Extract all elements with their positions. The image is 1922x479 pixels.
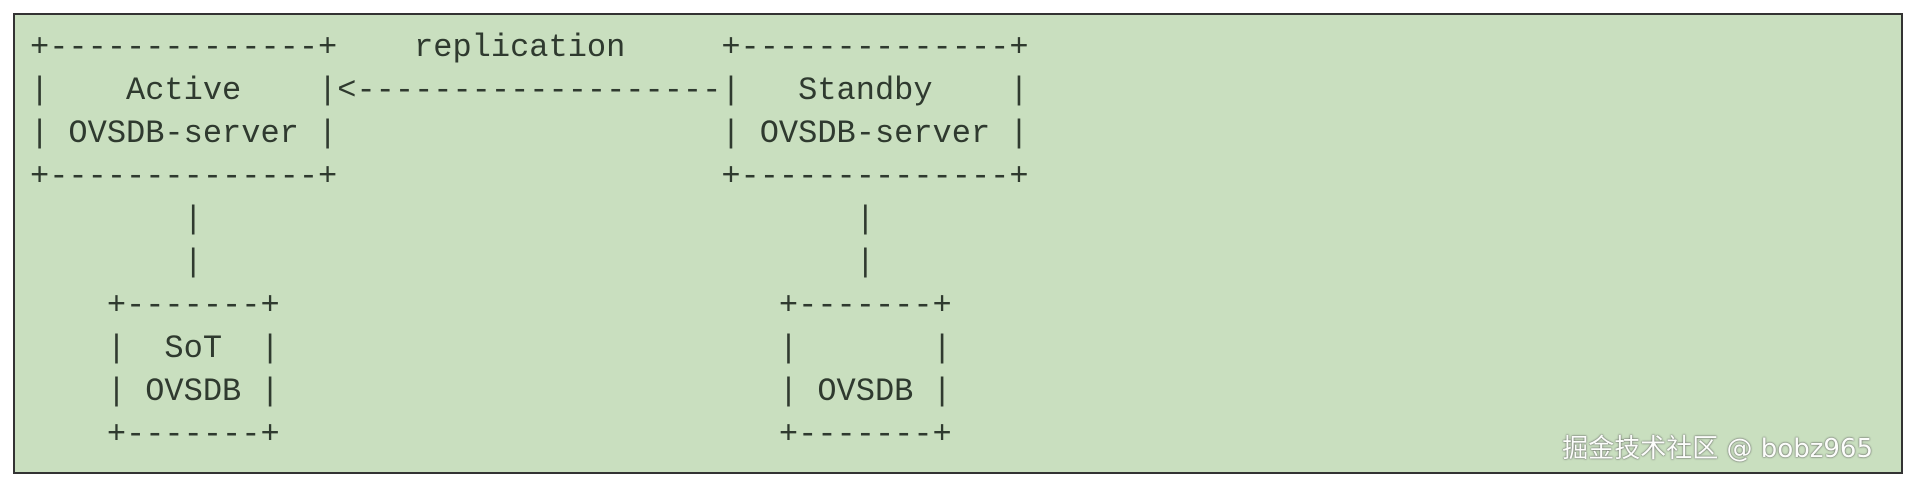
diagram-line: +--------------+ replication +----------… — [30, 29, 1029, 66]
watermark: 掘金技术社区 @ bobz965 — [1562, 434, 1873, 464]
diagram-line: +-------+ +-------+ — [30, 416, 952, 453]
diagram-line: | OVSDB | | OVSDB | — [30, 373, 952, 410]
diagram-line: | Active |<-------------------| Standby … — [30, 72, 1029, 109]
diagram-line: +-------+ +-------+ — [30, 287, 952, 324]
diagram-line: | SoT | | | — [30, 330, 952, 367]
diagram-line: | | — [30, 201, 875, 238]
ascii-diagram: +--------------+ replication +----------… — [13, 13, 1903, 474]
diagram-line: +--------------+ +--------------+ — [30, 158, 1029, 195]
diagram-line: | | — [30, 244, 875, 281]
diagram-line: | OVSDB-server | | OVSDB-server | — [30, 115, 1029, 152]
